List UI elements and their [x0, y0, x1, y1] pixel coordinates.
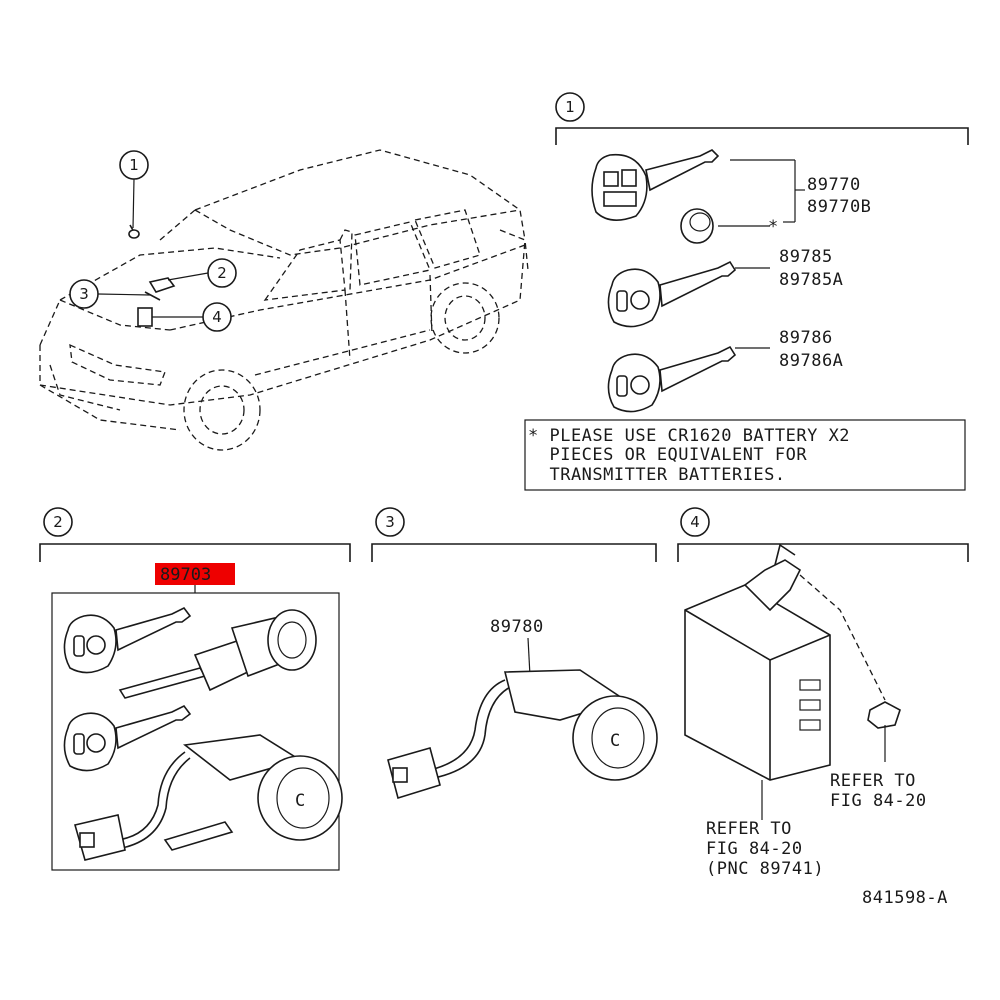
shim-icon	[163, 821, 234, 851]
car-illustration: 1 2 3 4	[39, 149, 529, 451]
battery-note: * PLEASE USE CR1620 BATTERY X2 PIECES OR…	[524, 419, 966, 491]
ecu-module-icon	[684, 543, 831, 781]
section-1-keys: 1 * 89770 89770B 89785 897	[524, 92, 969, 491]
lock-set-frame	[51, 592, 340, 871]
key-icon	[607, 345, 737, 413]
bolt-icon	[867, 701, 901, 762]
svg-text:FIG 84-20: FIG 84-20	[830, 791, 927, 811]
svg-text:4: 4	[212, 308, 222, 326]
svg-text:1: 1	[565, 98, 575, 116]
part-89785: 89785	[779, 247, 833, 267]
svg-text:C: C	[295, 791, 306, 811]
part-89703-highlight: 89703	[155, 563, 235, 585]
transmitter-key-icon	[591, 149, 720, 221]
part-89785A: 89785A	[779, 270, 843, 290]
svg-text:3: 3	[79, 285, 89, 303]
svg-text:*: *	[768, 217, 779, 237]
svg-text:4: 4	[690, 513, 700, 531]
svg-text:2: 2	[53, 513, 63, 531]
highlight-box	[155, 563, 235, 585]
callout-4-car: 4	[152, 302, 232, 332]
ignition-switch-icon: C	[387, 669, 658, 800]
callout-1-car: 1	[119, 150, 149, 229]
part-89770: 89770	[807, 175, 861, 195]
svg-text:(PNC 89741): (PNC 89741)	[706, 859, 824, 879]
wire-harness-icon: C	[73, 734, 343, 861]
section-3-switch: 3 89780 C	[371, 507, 658, 800]
svg-text:PIECES OR EQUIVALENT FOR: PIECES OR EQUIVALENT FOR	[528, 445, 807, 465]
section-4-ecu: 4 REFER TO FIG 84-20 REFER TO FIG 84-20 …	[677, 507, 969, 879]
callout-2-car: 2	[167, 258, 237, 288]
svg-text:FIG 84-20: FIG 84-20	[706, 839, 803, 859]
svg-text:1: 1	[129, 156, 139, 174]
callout-3-car: 3	[69, 279, 151, 309]
key-icon	[607, 260, 737, 328]
section-2-lock-set: 2 89703	[39, 507, 351, 871]
refer-note-1: REFER TO	[830, 771, 916, 791]
part-89780: 89780	[490, 617, 544, 637]
svg-text:* PLEASE USE CR1620 BATTERY X2: * PLEASE USE CR1620 BATTERY X2	[528, 426, 850, 446]
key-icon	[63, 704, 192, 772]
svg-text:TRANSMITTER BATTERIES.: TRANSMITTER BATTERIES.	[528, 465, 786, 485]
svg-text:89703: 89703	[160, 565, 211, 585]
ignition-cylinder-icon	[118, 609, 317, 699]
svg-text:2: 2	[217, 264, 227, 282]
part-89786A: 89786A	[779, 351, 843, 371]
refer-note-2: REFER TO	[706, 819, 792, 839]
part-89786: 89786	[779, 328, 833, 348]
part-89770B: 89770B	[807, 197, 871, 217]
svg-text:3: 3	[385, 513, 395, 531]
key-icon	[63, 606, 192, 674]
svg-text:C: C	[610, 731, 621, 751]
drawing-id: 841598-A	[862, 888, 948, 908]
battery-icon	[680, 208, 714, 244]
